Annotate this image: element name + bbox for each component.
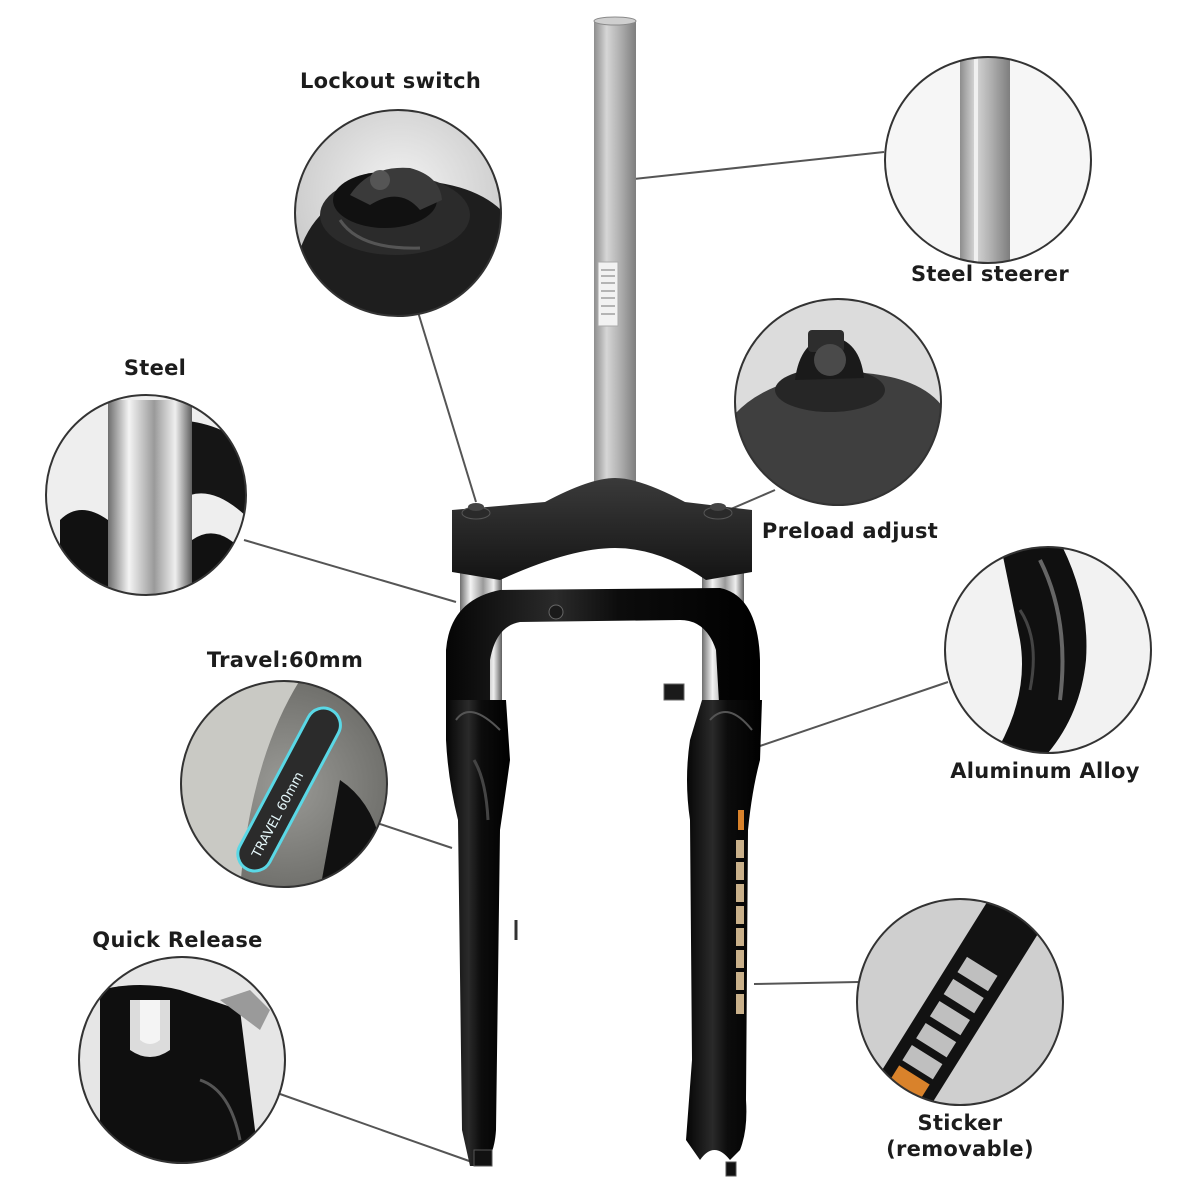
label-aluminum-alloy: Aluminum Alloy [950,759,1140,783]
leader-lines [243,151,949,1163]
detail-steel-stanchion [45,394,247,596]
label-travel: Travel:60mm [206,648,364,672]
detail-quick-release [78,956,286,1164]
label-sticker-line1: Sticker [917,1111,1003,1135]
label-preload-adjust: Preload adjust [761,519,939,543]
left-lower-leg [446,700,510,1166]
label-steel: Steel [123,356,187,380]
detail-lockout-switch [294,109,502,317]
label-sticker-line2: (removable) [886,1137,1034,1161]
label-steel-steerer: Steel steerer [910,262,1070,286]
detail-steel-steerer [884,56,1092,264]
leader-line-alu [759,681,949,747]
label-quick-release: Quick Release [92,928,263,952]
label-sticker: Sticker (removable) [880,1110,1040,1162]
leader-line-steerer [605,151,885,183]
right-lower-leg [686,700,762,1160]
leader-line-travel [367,819,453,849]
detail-sticker [856,898,1064,1106]
steerer-tube [594,20,636,500]
leg-sticker [736,810,744,1014]
leader-line-quick-release [279,1093,473,1163]
detail-travel: TRAVEL 60mm [180,680,388,888]
detail-aluminum-alloy [944,546,1152,754]
barcode-sticker [597,261,619,327]
fork-arch [446,588,760,720]
leader-line-lockout [417,311,477,503]
fork-illustration [446,16,762,1177]
leader-line-sticker [753,981,859,985]
fork-crown [452,478,752,580]
detail-preload-adjust [734,298,942,506]
leader-line-steel [243,539,457,603]
label-lockout-switch: Lockout switch [300,69,482,93]
